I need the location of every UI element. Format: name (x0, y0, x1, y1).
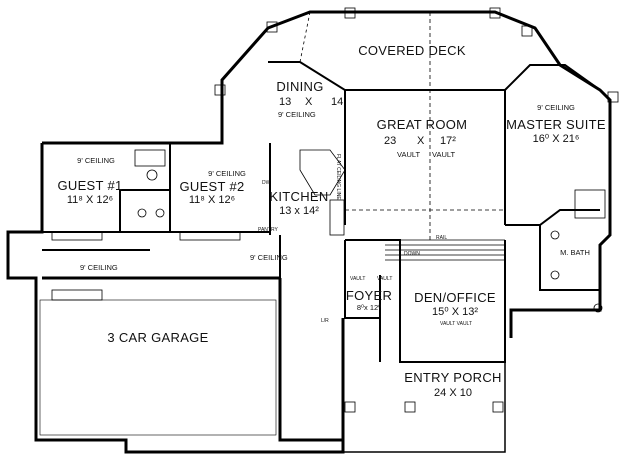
foyer-label: FOYER (345, 288, 393, 303)
dining-dim-x: X (305, 96, 313, 108)
pantry-label: PANTRY (258, 227, 278, 233)
great-room-vault-left: VAULT (397, 150, 421, 159)
master-bath-label: M. BATH (560, 248, 590, 257)
guest1-dim: 11⁸ X 12⁶ (66, 194, 114, 206)
garage-ceiling: 9' CEILING (80, 263, 118, 272)
guest2-label: GUEST #2 (179, 179, 245, 194)
den-office-label: DEN/OFFICE (414, 290, 496, 305)
hall-ceiling: 9' CEILING (250, 253, 288, 262)
stair-down-label: DOWN (404, 251, 420, 257)
great-room-vault-right: VAULT (432, 150, 456, 159)
den-office-dim: 15⁰ X 13² (432, 306, 478, 318)
covered-deck-label: COVERED DECK (358, 43, 466, 58)
laundry-label: L/R (321, 318, 329, 324)
foyer-vault-right: VAULT (377, 276, 393, 282)
great-room-dim-width: 23 (384, 135, 397, 147)
guest2-dim: 11⁸ X 12⁶ (188, 194, 236, 206)
dining-ceiling: 9' CEILING (278, 110, 316, 119)
garage-label: 3 CAR GARAGE (107, 330, 209, 345)
great-room-label: GREAT ROOM (376, 117, 468, 132)
guest2-ceiling: 9' CEILING (208, 169, 246, 178)
foyer-dim: 8⁰x 12⁰ (356, 303, 382, 312)
kitchen-label: KITCHEN (269, 189, 329, 204)
entry-porch-dim: 24 X 10 (434, 387, 472, 399)
guest1-label: GUEST #1 (57, 178, 123, 193)
thin-details (39, 7, 619, 436)
exterior-walls (6, 10, 612, 454)
interior-walls (42, 61, 601, 453)
foyer-vault-left: VAULT (350, 276, 366, 282)
dining-dim-depth: 14 (331, 96, 344, 108)
master-suite-dim: 16⁰ X 21⁶ (532, 133, 580, 145)
guest1-ceiling: 9' CEILING (77, 156, 115, 165)
kitchen-dim: 13 x 14² (279, 205, 319, 217)
dining-label: DINING (276, 79, 324, 94)
great-room-dim-x: X (417, 135, 425, 147)
flat-ceiling-line-label: FLAT CEILING LINE (335, 154, 341, 200)
master-suite-label: MASTER SUITE (506, 117, 606, 132)
entry-porch-label: ENTRY PORCH (404, 370, 502, 385)
dishwasher-label: DW (262, 180, 271, 186)
rail-label: RAIL (436, 235, 448, 241)
dining-dim-width: 13 (279, 96, 292, 108)
great-room-dim-depth: 17² (440, 135, 456, 147)
master-suite-ceiling: 9' CEILING (537, 103, 575, 112)
den-office-vault: VAULT VAULT (439, 321, 473, 327)
